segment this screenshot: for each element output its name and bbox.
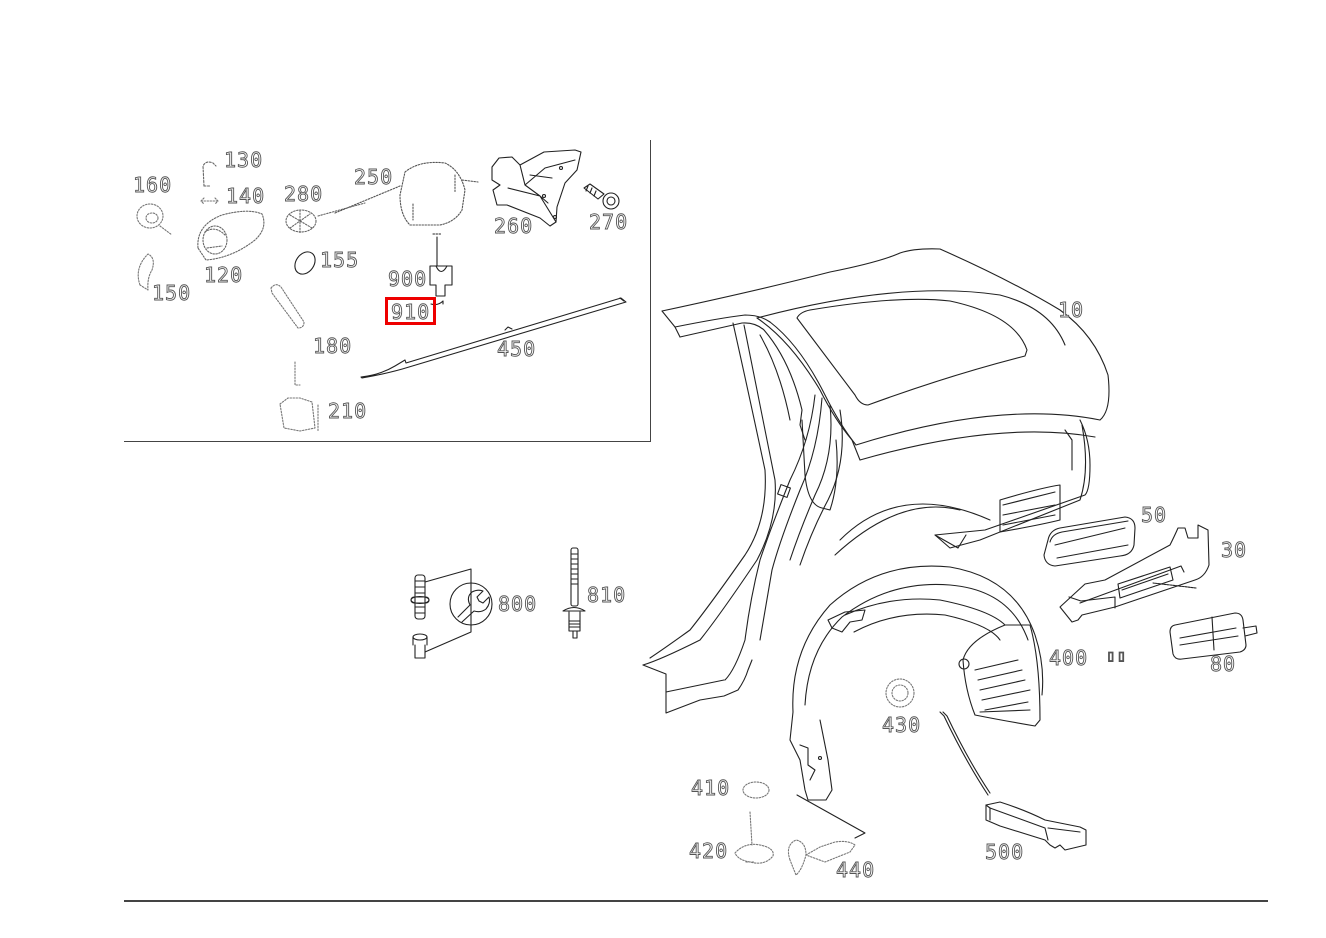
part-155-o-ring-icon <box>294 251 316 275</box>
part-10-quarter-panel <box>642 248 1110 714</box>
part-280-actuator-icon <box>285 202 366 235</box>
part-910-cap-icon <box>430 300 444 306</box>
callout-810[interactable]: 810 <box>587 583 627 607</box>
part-260-bracket-icon <box>491 149 582 227</box>
callout-410[interactable]: 410 <box>691 776 731 800</box>
part-430-clip-icon <box>885 678 915 708</box>
callout-130[interactable]: 130 <box>224 148 264 172</box>
part-410-nut-icon <box>742 781 770 799</box>
callout-210[interactable]: 210 <box>328 399 368 423</box>
callout-250[interactable]: 250 <box>354 165 394 189</box>
callout-280[interactable]: 280 <box>284 182 324 206</box>
callout-50[interactable]: 50 <box>1141 503 1168 527</box>
part-900-connector-icon <box>429 233 453 297</box>
footer-divider <box>124 900 1268 902</box>
callout-140[interactable]: 140 <box>226 184 266 208</box>
callout-800[interactable]: 800 <box>498 592 538 616</box>
callout-155[interactable]: 155 <box>320 248 360 272</box>
callout-500[interactable]: 500 <box>985 840 1025 864</box>
part-400-wheel-arch-liner <box>789 565 1044 839</box>
part-50-trim-icon <box>1043 516 1136 567</box>
part-440-clip-row-icon <box>787 839 856 876</box>
callout-150[interactable]: 150 <box>152 281 192 305</box>
callout-260[interactable]: 260 <box>494 214 534 238</box>
part-420-screw-icon <box>734 811 774 864</box>
inset-detail-frame <box>124 140 651 442</box>
part-140-pin-icon <box>200 197 219 205</box>
callout-120[interactable]: 120 <box>204 263 244 287</box>
part-160-grommet-icon <box>136 203 173 236</box>
callout-160[interactable]: 160 <box>133 173 173 197</box>
callout-30[interactable]: 30 <box>1221 538 1248 562</box>
part-450-rail-strip-icon <box>360 297 627 379</box>
callout-450[interactable]: 450 <box>497 337 537 361</box>
callout-10[interactable]: 10 <box>1058 298 1085 322</box>
part-210-filler-neck-icon <box>279 361 319 433</box>
wrench-tool-icon <box>449 582 493 626</box>
callout-180[interactable]: 180 <box>313 334 353 358</box>
part-800-stud-icon <box>410 568 472 659</box>
callout-420[interactable]: 420 <box>689 839 729 863</box>
part-80-vent-icon <box>1152 582 1258 660</box>
callout-80[interactable]: 80 <box>1210 652 1237 676</box>
callout-400[interactable]: 400 <box>1049 646 1089 670</box>
callout-400-suffix: ▯▯ <box>1106 646 1128 666</box>
part-810-rivet-icon <box>562 547 586 639</box>
cable-tie-icon <box>939 711 991 796</box>
part-180-hose-icon <box>270 284 305 329</box>
part-30-bracket-icon <box>1059 524 1210 623</box>
part-500-foam-block-icon <box>985 801 1087 851</box>
callout-440[interactable]: 440 <box>836 858 876 882</box>
part-120-fuel-door-icon <box>197 210 265 261</box>
callout-910-highlighted[interactable]: 910 <box>384 297 437 325</box>
part-130-clip-icon <box>202 161 217 187</box>
callout-900[interactable]: 900 <box>388 267 428 291</box>
callout-430[interactable]: 430 <box>882 713 922 737</box>
callout-270[interactable]: 270 <box>589 210 629 234</box>
part-150-seal-icon <box>137 253 154 291</box>
part-270-bolt-icon <box>583 183 620 210</box>
part-250-housing-icon <box>334 161 479 226</box>
